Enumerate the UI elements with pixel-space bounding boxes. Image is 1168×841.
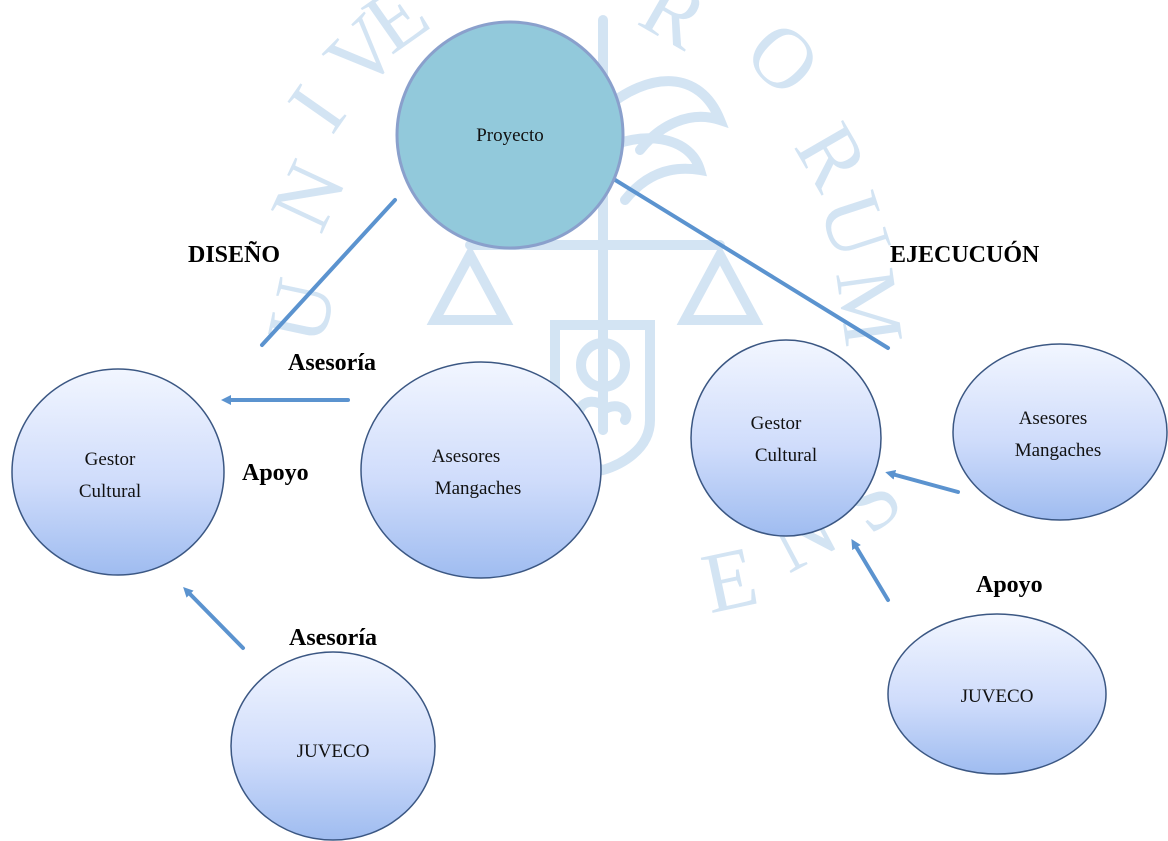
label-apoyo-right: Apoyo [976, 572, 1043, 598]
node-label-line2: Mangaches [435, 478, 522, 499]
node-juveco-right: JUVECO [887, 613, 1107, 775]
node-circle [952, 343, 1168, 521]
diseno-connector [260, 198, 397, 347]
node-proyecto: Proyecto [395, 20, 625, 250]
node-circle [11, 368, 225, 576]
arrow-juveco-to-gestor-left [183, 587, 245, 650]
node-label-line2: Cultural [79, 481, 141, 502]
label-diseno: DISEÑO [188, 242, 280, 268]
wm-letter: N [251, 147, 364, 244]
node-label-line1: Gestor [751, 413, 802, 434]
node-circle [887, 613, 1107, 775]
arrow-asesores-to-gestor-right [885, 469, 960, 494]
node-gestor-cultural-left: Gestor Cultural [11, 368, 225, 576]
label-ejecucion: EJECUCUÓN [890, 241, 1040, 268]
node-circle [360, 361, 602, 579]
wm-letter: R [626, 0, 724, 68]
node-gestor-cultural-right: Gestor Cultural [690, 339, 882, 537]
wm-letter: E [694, 527, 765, 632]
node-label: JUVECO [297, 741, 370, 762]
node-circle [690, 339, 882, 537]
wm-letter: O [728, 2, 840, 114]
node-circle [395, 20, 625, 250]
node-label-line2: Mangaches [1015, 440, 1102, 461]
label-apoyo-left: Apoyo [242, 460, 309, 486]
label-asesoria-top: Asesoría [288, 350, 376, 376]
node-label-line1: Gestor [85, 449, 136, 470]
node-circle [230, 651, 436, 841]
node-label: Proyecto [476, 125, 544, 146]
node-asesores-mangaches-left: Asesores Mangaches [360, 361, 602, 579]
wm-letter: U [247, 271, 354, 352]
edges [183, 176, 960, 650]
node-asesores-mangaches-right: Asesores Mangaches [952, 343, 1168, 521]
node-label-line2: Cultural [755, 445, 817, 466]
ejecucion-connector [610, 176, 890, 350]
node-label-line1: Asesores [432, 446, 501, 467]
node-label: JUVECO [961, 686, 1034, 707]
node-juveco-left: JUVECO [230, 651, 436, 841]
arrow-juveco-to-gestor-right [851, 538, 890, 602]
label-asesoria-bottom: Asesoría [289, 625, 377, 651]
node-label-line1: Asesores [1019, 408, 1088, 429]
edge-labels: DISEÑO EJECUCUÓN Asesoría Apoyo Asesoría… [188, 241, 1043, 651]
